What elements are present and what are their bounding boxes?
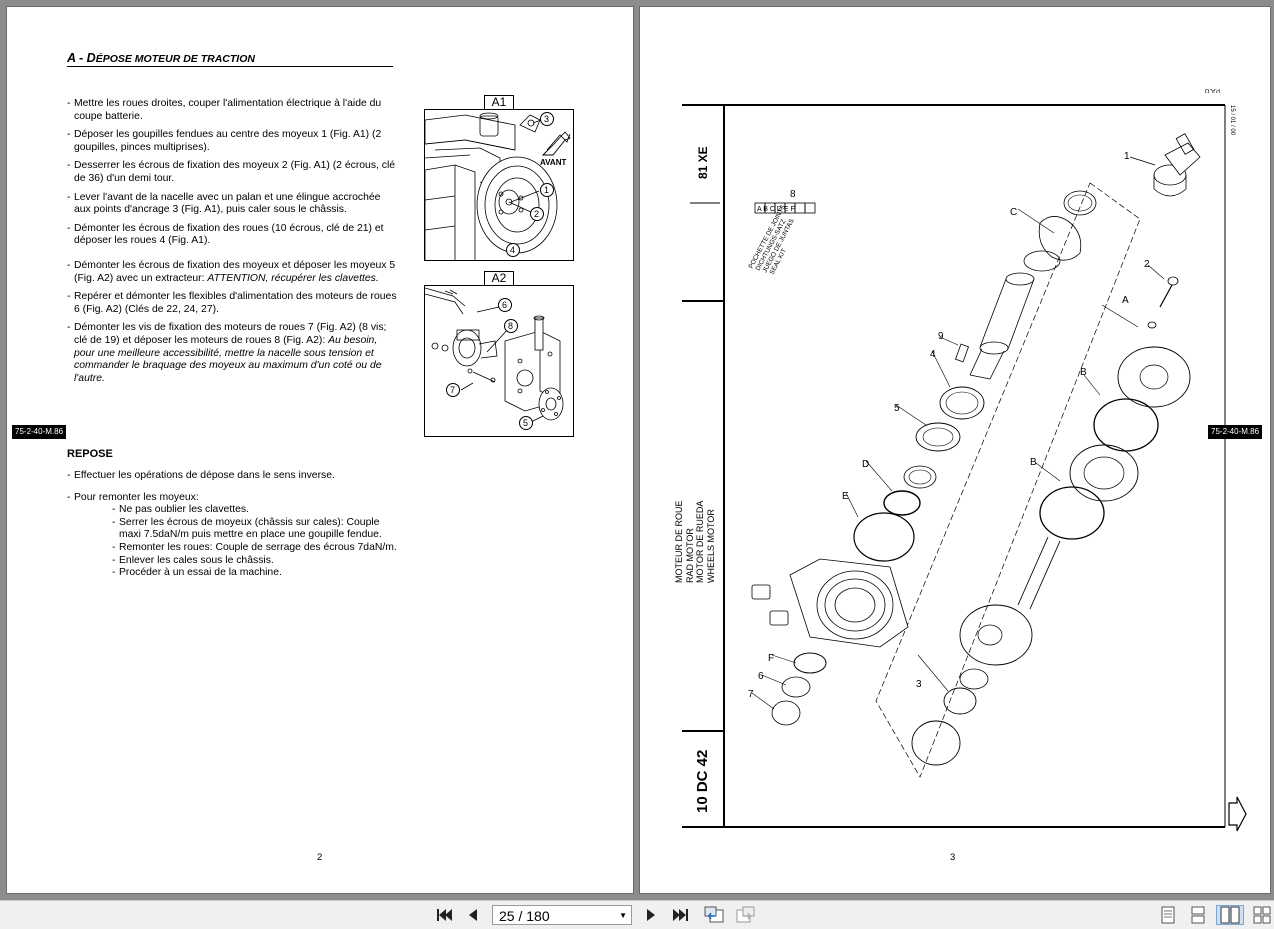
forward-view-icon (736, 906, 755, 923)
part-a-label: A (1122, 295, 1129, 306)
a1-callout-1: 1 (544, 185, 549, 195)
step-8: Démonter les vis de fixation des moteurs… (67, 322, 397, 385)
step-1: Mettre les roues droites, couper l'alime… (67, 98, 397, 123)
reference-tag: 75-2-40-M.86 (1208, 425, 1263, 439)
section-title: A - DÉPOSE MOTEUR DE TRACTION (67, 51, 393, 67)
date-code: 15 / 01 / 00 (1229, 105, 1235, 136)
model-top: 81 XE (696, 146, 710, 179)
previous-page-icon (469, 909, 477, 921)
first-page-icon (437, 909, 452, 921)
part-4-label: 4 (930, 349, 936, 360)
single-page-view-icon (1161, 906, 1175, 924)
figure-a1-drawing: 1 2 3 4 AVANT (424, 112, 571, 260)
continuous-facing-view-button[interactable] (1252, 905, 1272, 925)
repose-substep: Remonter les roues: Couple de serrage de… (112, 542, 397, 555)
avant-label: AVANT (540, 158, 566, 167)
part-8-label: 8 (790, 189, 796, 200)
back-view-button[interactable] (703, 905, 725, 925)
a2-callout-8: 8 (508, 321, 513, 331)
part-6-label: 6 (758, 671, 764, 682)
figure-a2: 6 8 7 5 (424, 285, 574, 437)
pao-label: P.A.O (1204, 87, 1220, 93)
part-2-label: 2 (1144, 259, 1150, 270)
continuous-view-button[interactable] (1188, 905, 1208, 925)
repose-substep: Enlever les cales sous le châssis. (112, 555, 397, 568)
fig-a1-label: A1 (484, 95, 514, 109)
kit-letter: A B C D E F (757, 206, 795, 213)
repose-substep: Procéder à un essai de la machine. (112, 567, 397, 580)
facing-pages-view-button[interactable] (1216, 905, 1244, 925)
page-number-field[interactable]: 25 / 180 ▼ (492, 905, 632, 925)
step-6: Démonter les écrous de fixation des moye… (67, 260, 397, 285)
a1-callout-2: 2 (534, 209, 539, 219)
next-page-arrow-icon[interactable] (1228, 796, 1247, 832)
step-2: Déposer les goupilles fendues au centre … (67, 129, 397, 154)
exploded-view-drawing: 1 2 3 4 5 6 7 8 9 A B B C D E F A B C D … (682, 104, 1247, 832)
drawing-title: MOTEUR DE ROUE RAD MOTOR MOTOR DE RUEDA … (674, 500, 716, 583)
removal-steps: Mettre les roues droites, couper l'alime… (67, 98, 397, 391)
repose-steps: Effectuer les opérations de dépose dans … (67, 470, 397, 580)
a1-callout-4: 4 (510, 245, 515, 255)
reference-tag: 75-2-40-M.86 (12, 425, 67, 439)
part-c-label: C (1010, 207, 1017, 218)
chevron-down-icon[interactable]: ▼ (619, 911, 627, 920)
fig-a2-label: A2 (484, 271, 514, 285)
back-view-icon (704, 906, 724, 923)
a2-callout-7: 7 (450, 385, 455, 395)
previous-page-button[interactable] (464, 905, 482, 925)
repose-substep: Serrer les écrous de moyeux (châssis sur… (112, 517, 397, 542)
continuous-facing-view-icon (1253, 906, 1271, 924)
next-page-button[interactable] (642, 905, 660, 925)
right-page: 1 2 3 4 5 6 7 8 9 A B B C D E F A B C D … (639, 6, 1271, 894)
repose-substep: Ne pas oublier les clavettes. (112, 504, 397, 517)
left-page: A - DÉPOSE MOTEUR DE TRACTION Mettre les… (6, 6, 634, 894)
step-3: Desserrer les écrous de fixation des moy… (67, 160, 397, 185)
part-b2-label: B (1030, 457, 1037, 468)
continuous-view-icon (1191, 906, 1205, 924)
facing-pages-view-icon (1220, 906, 1240, 924)
part-f-label: F (768, 653, 774, 664)
model-bottom: 10 DC 42 (694, 749, 711, 813)
repose-substeps: Ne pas oublier les clavettes. Serrer les… (74, 504, 397, 580)
last-page-icon (673, 909, 688, 921)
a2-callout-6: 6 (502, 300, 507, 310)
first-page-button[interactable] (434, 905, 454, 925)
figure-a2-drawing: 6 8 7 5 (424, 287, 564, 430)
part-b-label: B (1080, 367, 1087, 378)
page-number-value: 25 / 180 (499, 908, 550, 924)
part-3-label: 3 (916, 679, 922, 690)
page-number: 3 (950, 852, 956, 863)
last-page-button[interactable] (671, 905, 691, 925)
part-7-label: 7 (748, 689, 754, 700)
step-4: Lever l'avant de la nacelle avec un pala… (67, 192, 397, 217)
repose-heading: REPOSE (67, 448, 113, 460)
part-d-label: D (862, 459, 869, 470)
a2-callout-5: 5 (523, 418, 528, 428)
step-7: Repérer et démonter les flexibles d'alim… (67, 291, 397, 316)
forward-view-button[interactable] (735, 905, 757, 925)
viewer-toolbar: 25 / 180 ▼ (0, 900, 1274, 929)
part-1-label: 1 (1124, 151, 1130, 162)
page-number: 2 (317, 852, 323, 863)
single-page-view-button[interactable] (1158, 905, 1178, 925)
step-5: Démonter les écrous de fixation des roue… (67, 223, 397, 248)
a1-callout-3: 3 (544, 114, 549, 124)
repose-step-2: Pour remonter les moyeux: Ne pas oublier… (67, 492, 397, 580)
part-5-label: 5 (894, 403, 900, 414)
figure-a1: 1 2 3 4 AVANT (424, 109, 574, 261)
next-page-icon (647, 909, 655, 921)
part-9-label: 9 (938, 331, 944, 342)
repose-step-1: Effectuer les opérations de dépose dans … (67, 470, 397, 483)
part-e-label: E (842, 491, 849, 502)
